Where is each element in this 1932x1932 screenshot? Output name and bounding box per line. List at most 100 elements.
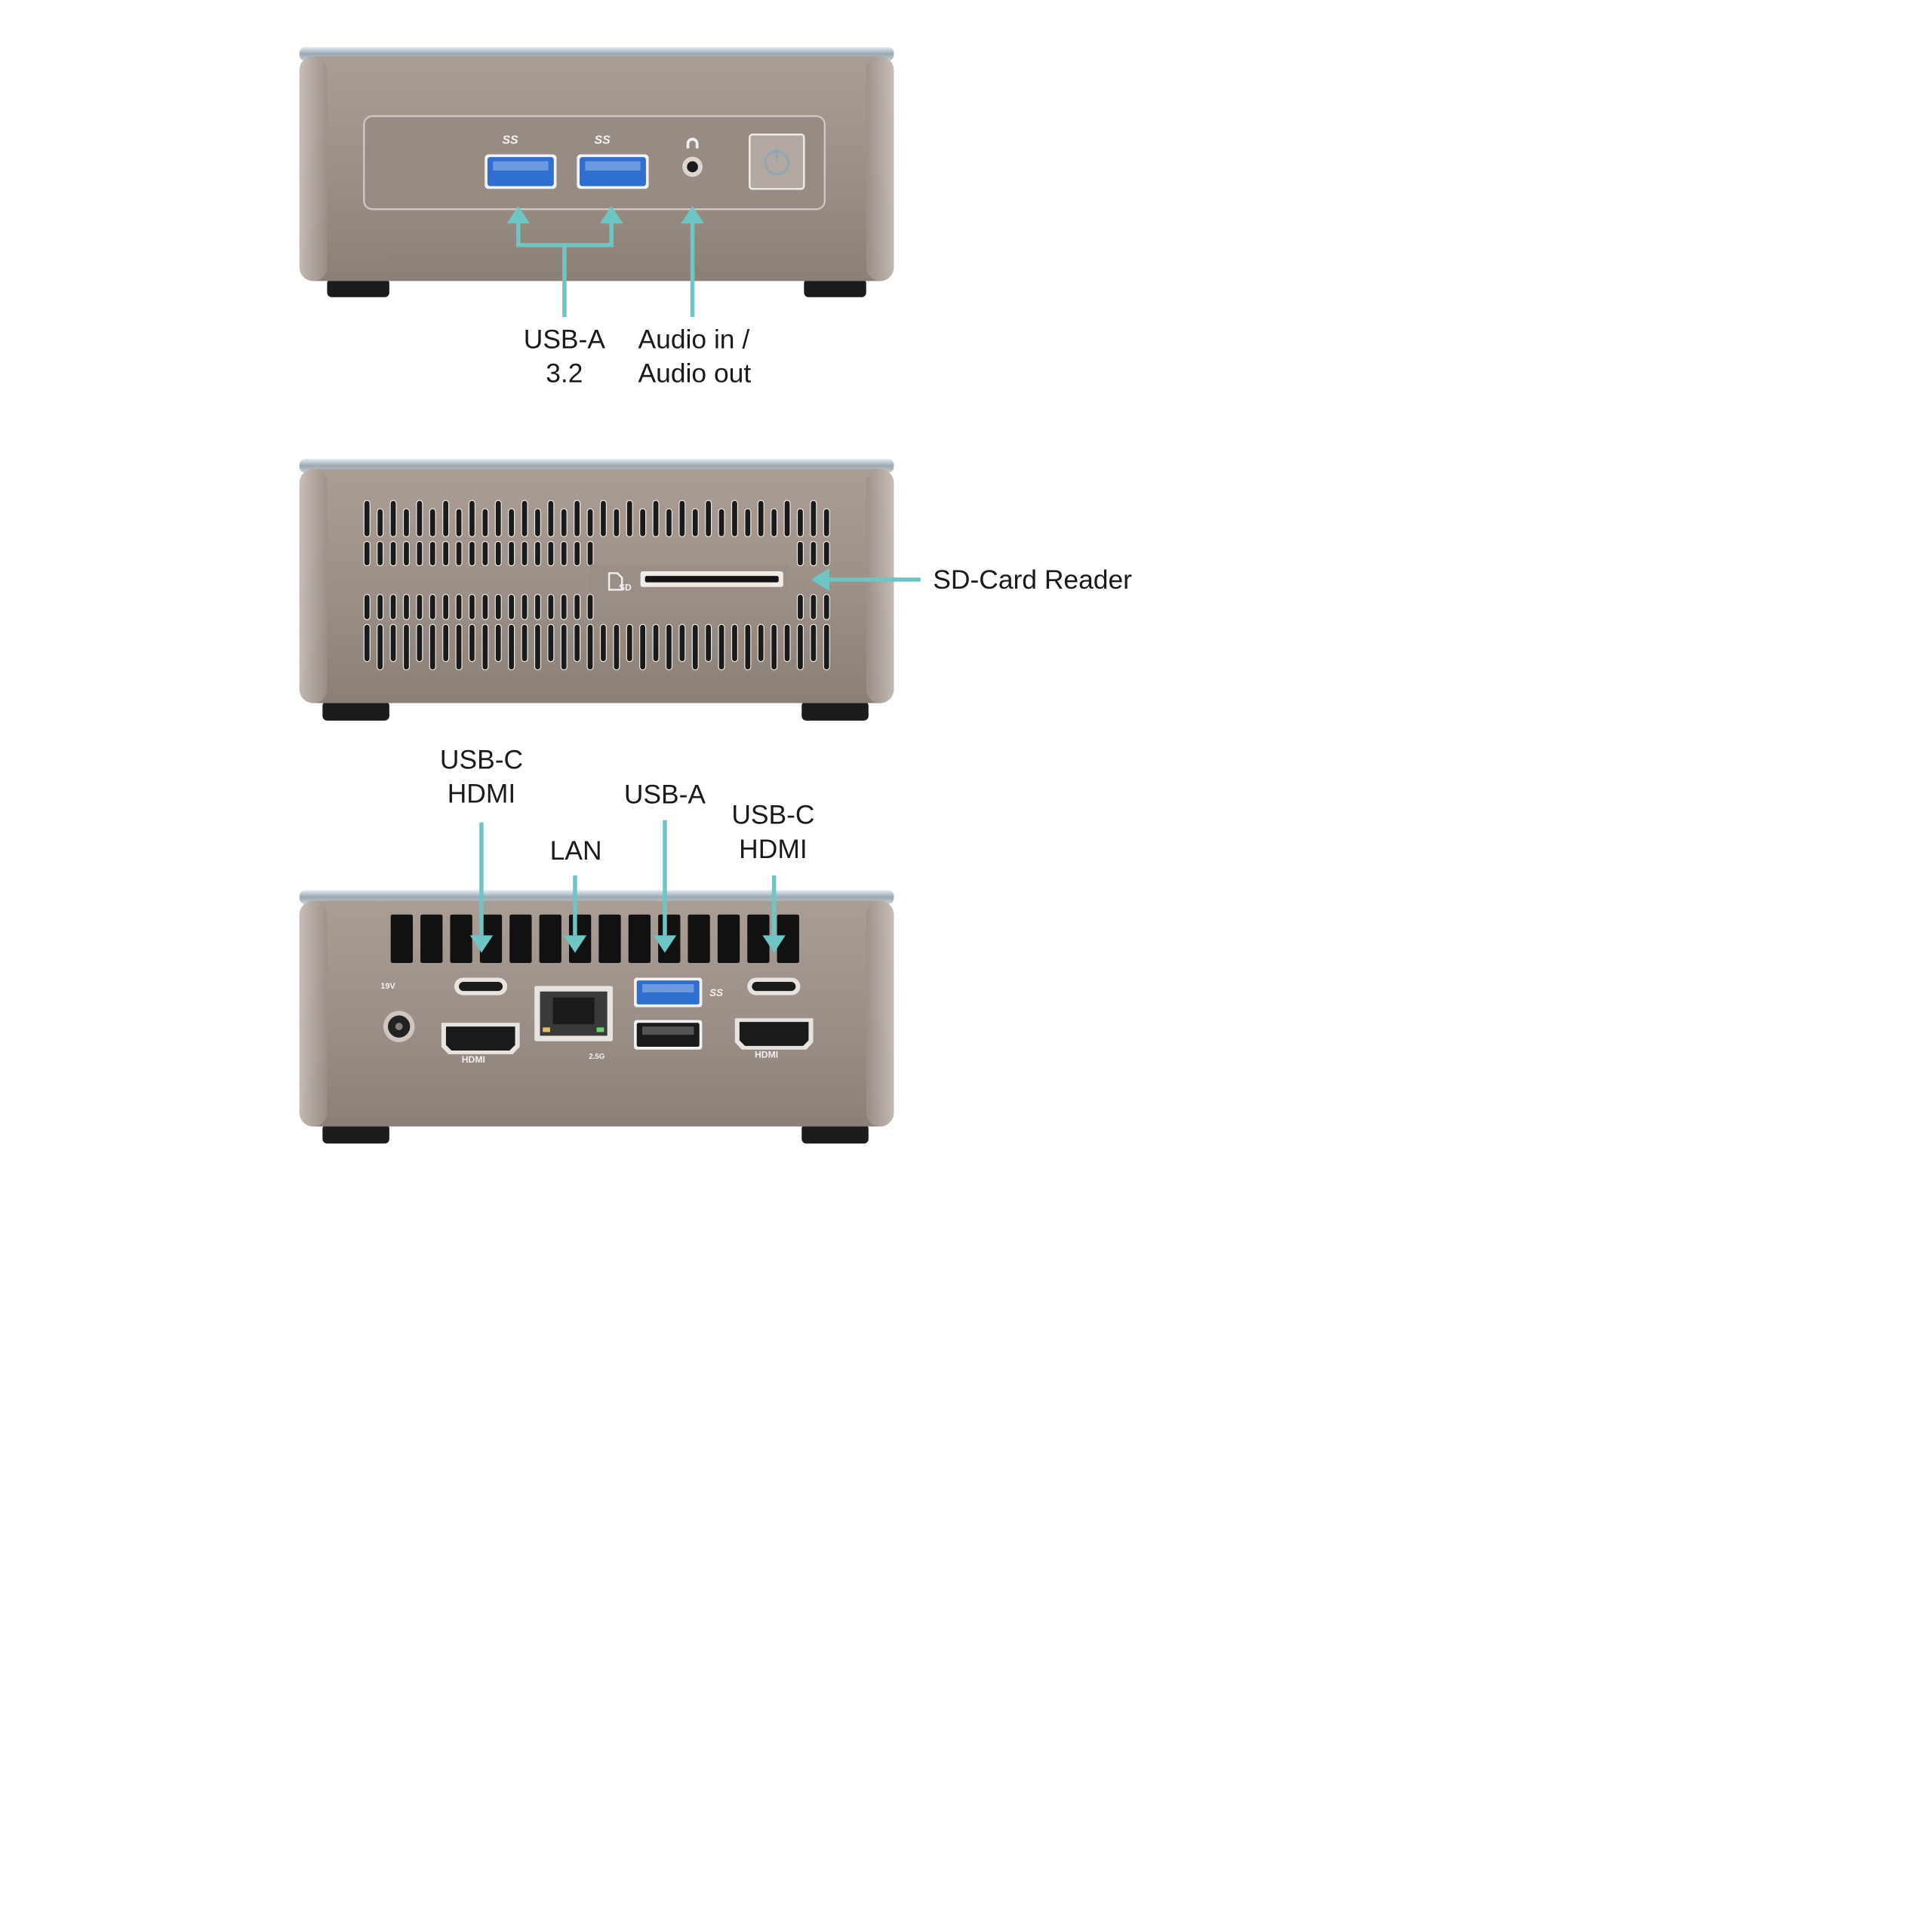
vent-slot bbox=[534, 623, 542, 671]
front-foot-left bbox=[327, 278, 389, 297]
vent-slot bbox=[402, 508, 411, 537]
front-ss-logo-2: SS bbox=[595, 134, 611, 146]
usb-a-rear-port-black bbox=[634, 1020, 703, 1050]
svg-text:HDMI: HDMI bbox=[462, 1054, 485, 1065]
vent-slot bbox=[377, 508, 384, 537]
back-arrow-heads bbox=[469, 935, 786, 953]
usbc-port-left bbox=[454, 977, 508, 995]
vent-slot bbox=[494, 593, 502, 620]
device-illustration: SS SS bbox=[299, 47, 921, 1144]
vent-slot bbox=[363, 500, 371, 537]
lan-port: 2.5G bbox=[534, 986, 613, 1061]
svg-text:SD: SD bbox=[619, 583, 632, 593]
vent-slot bbox=[494, 540, 502, 567]
vent-slot bbox=[574, 540, 581, 567]
vent-slot bbox=[810, 540, 817, 567]
vent-slot bbox=[599, 500, 608, 537]
side-foot-right bbox=[801, 701, 869, 721]
vent-slot bbox=[718, 623, 725, 671]
vent-slot bbox=[429, 540, 436, 567]
hdmi-port-left: HDMI bbox=[441, 1023, 520, 1065]
vent-slot bbox=[481, 508, 489, 537]
vent-slot bbox=[390, 914, 414, 963]
vent-slot bbox=[389, 540, 397, 567]
vent-slot bbox=[823, 623, 830, 671]
label-audio: Audio in / Audio out bbox=[638, 324, 752, 389]
vent-slot bbox=[429, 593, 436, 620]
vent-slot bbox=[468, 593, 476, 620]
front-arrows bbox=[516, 217, 695, 318]
vent-slot bbox=[389, 623, 397, 663]
vent-slot bbox=[731, 623, 739, 663]
vent-slot bbox=[688, 914, 710, 963]
front-power-button bbox=[749, 134, 805, 190]
vent-slot bbox=[757, 623, 764, 663]
svg-text:SS: SS bbox=[709, 987, 723, 998]
vent-slot bbox=[717, 914, 740, 963]
vent-slot bbox=[744, 508, 752, 537]
vent-slot bbox=[783, 500, 791, 537]
vent-slot bbox=[455, 508, 463, 537]
vent-slot bbox=[363, 623, 371, 663]
vent-slot bbox=[534, 508, 542, 537]
vent-slot bbox=[494, 500, 502, 537]
vent-slot bbox=[455, 623, 463, 671]
vent-slot bbox=[547, 593, 555, 620]
front-foot-right bbox=[804, 278, 866, 297]
vent-slot bbox=[626, 500, 633, 537]
sd-card-slot: SD bbox=[589, 564, 788, 593]
hdmi-port-right: HDMI bbox=[734, 1018, 814, 1060]
vent-slot bbox=[731, 500, 739, 537]
vent-slot bbox=[468, 540, 476, 567]
vent-slot bbox=[810, 593, 817, 620]
side-vent-grille bbox=[363, 500, 830, 671]
front-arrow-heads bbox=[506, 205, 704, 224]
vent-slot bbox=[442, 500, 450, 537]
vent-slot bbox=[823, 508, 830, 537]
vent-slot bbox=[560, 540, 568, 567]
front-chassis-edge-right bbox=[866, 56, 894, 281]
vent-slot bbox=[574, 500, 581, 537]
vent-slot bbox=[420, 914, 443, 963]
front-ss-logo-1: SS bbox=[502, 134, 518, 146]
vent-slot bbox=[574, 623, 581, 663]
sd-arrow bbox=[811, 568, 921, 592]
vent-slot bbox=[747, 914, 770, 963]
back-lid bbox=[299, 890, 894, 904]
back-foot-right bbox=[801, 1124, 869, 1144]
vent-slot bbox=[468, 500, 476, 537]
vent-slot bbox=[810, 623, 817, 663]
vent-slot bbox=[639, 623, 647, 671]
vent-slot bbox=[534, 593, 542, 620]
back-foot-left bbox=[322, 1124, 389, 1144]
vent-slot bbox=[705, 500, 712, 537]
vent-slot bbox=[796, 540, 804, 567]
vent-slot bbox=[363, 540, 371, 567]
front-usb-port-2 bbox=[577, 154, 649, 189]
vent-slot bbox=[678, 623, 686, 663]
vent-slot bbox=[508, 508, 515, 537]
back-view: 19V HDMI 2.5G SS bbox=[299, 890, 894, 1144]
vent-slot bbox=[481, 540, 489, 567]
vent-slot bbox=[599, 623, 608, 663]
usbc-port-right bbox=[747, 977, 801, 995]
vent-slot bbox=[665, 508, 673, 537]
vent-slot bbox=[613, 623, 620, 671]
vent-slot bbox=[560, 593, 568, 620]
front-chassis-edge-left bbox=[299, 56, 328, 281]
vent-slot bbox=[796, 593, 804, 620]
vent-slot bbox=[521, 500, 528, 537]
diagram-stage: SS SS bbox=[0, 0, 1180, 1180]
vent-slot bbox=[626, 623, 633, 663]
vent-slot bbox=[363, 593, 371, 620]
vent-slot bbox=[678, 500, 686, 537]
vent-slot bbox=[442, 593, 450, 620]
vent-slot bbox=[777, 914, 799, 963]
vent-slot bbox=[534, 540, 542, 567]
vent-slot bbox=[574, 593, 581, 620]
vent-slot bbox=[652, 500, 660, 537]
label-sd-card-reader: SD-Card Reader bbox=[933, 565, 1132, 595]
vent-slot bbox=[586, 623, 594, 671]
label-lan: LAN bbox=[549, 835, 602, 866]
vent-slot bbox=[429, 508, 436, 537]
